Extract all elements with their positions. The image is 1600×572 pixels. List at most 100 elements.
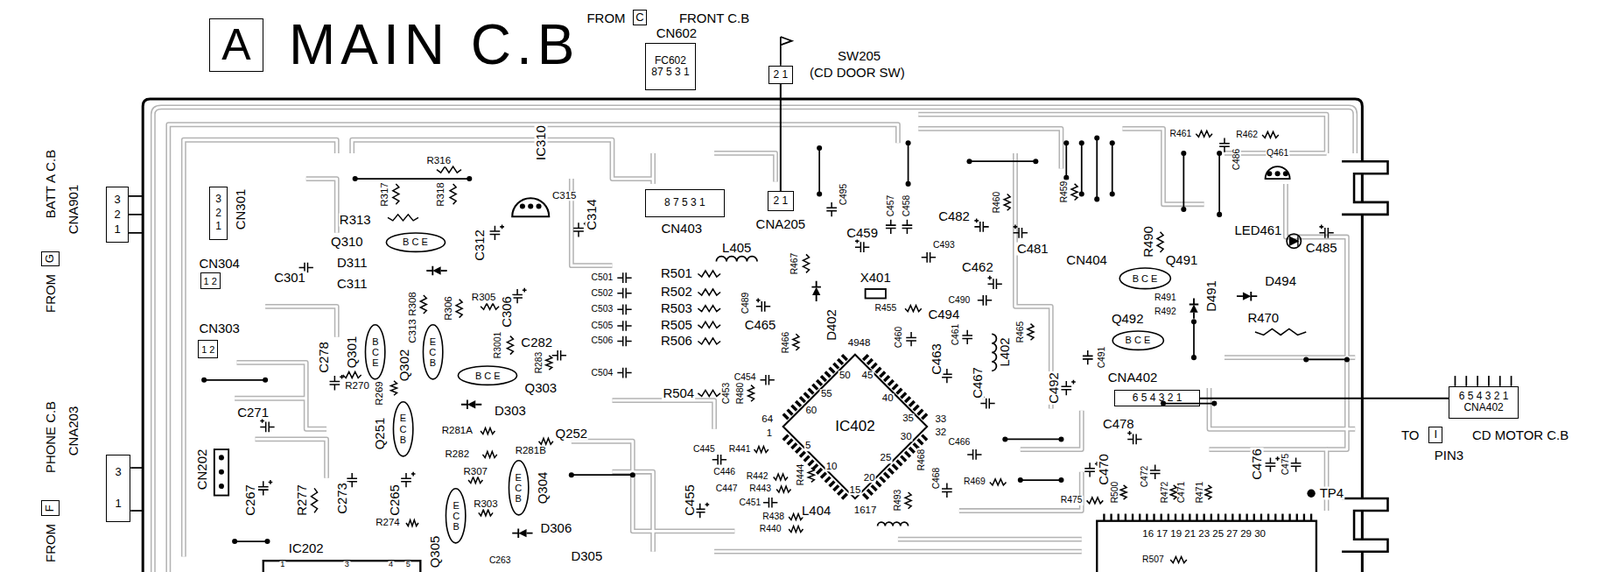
capacitor-symbol	[763, 497, 778, 508]
resistor-symbol	[697, 305, 721, 312]
resistor-symbol	[1170, 484, 1177, 499]
node-text: 2 1	[772, 195, 788, 207]
solder-pad	[262, 377, 268, 383]
connector-pin	[1202, 513, 1205, 521]
node-text: I	[1433, 428, 1438, 441]
connector-pin	[1465, 375, 1467, 386]
ic-pin	[808, 388, 815, 394]
ic-pin	[791, 442, 797, 449]
annotation-text: CN602	[655, 27, 699, 41]
trace-outline	[153, 106, 1355, 572]
part-label: Q301	[345, 335, 359, 370]
part-label: C470	[1097, 452, 1111, 486]
annotation-text: CD MOTOR C.B	[1471, 428, 1570, 442]
resistor-symbol	[1120, 484, 1127, 499]
ic-pin	[837, 489, 843, 495]
node-text: 8 7 5 3 1	[664, 196, 706, 209]
pin-number: 25	[879, 453, 893, 464]
pin-number: 60	[804, 405, 818, 416]
part-label: C463	[930, 343, 944, 377]
connector-box: FC60287 5 3 1	[645, 42, 696, 91]
resistor-symbol	[420, 294, 427, 314]
capacitor-symbol	[617, 336, 632, 347]
cable-wire	[128, 213, 143, 216]
ic-pin	[900, 456, 906, 462]
resistor-symbol	[387, 214, 419, 221]
ic-pin	[892, 463, 899, 470]
solder-pad	[1094, 134, 1100, 141]
ic-pin	[863, 354, 869, 360]
jumper-wire	[1182, 153, 1185, 210]
trace-outline	[1015, 153, 1052, 409]
connector-pin	[1174, 513, 1177, 521]
pin-number: 50	[838, 370, 852, 381]
trace-fill	[714, 153, 776, 183]
part-label: R500	[1110, 480, 1120, 505]
part-label: C478	[1101, 416, 1136, 430]
connector-pin	[1145, 513, 1148, 521]
node-text: CNA402	[1463, 401, 1503, 414]
cable-wire	[128, 195, 143, 197]
ic-pin	[913, 405, 920, 411]
node-text: E C B	[428, 336, 436, 368]
diode-body	[518, 528, 527, 537]
jumper-wire	[1065, 142, 1067, 178]
connector-pin	[1288, 513, 1291, 521]
annotation-text: SW205	[836, 49, 882, 64]
capacitor-symbol	[760, 374, 775, 386]
part-label: CN202	[195, 448, 209, 492]
solder-pad	[519, 203, 526, 210]
part-label: R465	[1016, 320, 1025, 344]
ic-pin	[821, 472, 827, 478]
ic-pin	[804, 392, 810, 398]
ic-pin	[867, 489, 873, 495]
connector-pin	[1131, 513, 1134, 521]
connector-box: 6 5 4 3 2 1	[1114, 389, 1200, 407]
solder-pad	[905, 140, 912, 146]
capacitor-symbol	[941, 483, 953, 498]
part-label: R444	[796, 463, 806, 487]
solder-pad	[1216, 150, 1222, 156]
capacitor-symbol	[941, 368, 953, 383]
solder-pad	[218, 469, 225, 475]
part-label: Q310	[329, 235, 365, 249]
resistor-symbol	[1003, 194, 1011, 211]
solder-pad	[1032, 158, 1039, 164]
transistor-outline: B C E	[364, 322, 386, 382]
jumper-wire	[1305, 358, 1348, 361]
trace-fill	[306, 178, 337, 233]
resistor-symbol	[1262, 131, 1279, 138]
trace-fill	[652, 153, 655, 184]
part-label: C447	[715, 484, 739, 493]
part-label: TP4	[1319, 486, 1345, 500]
part-label: C282	[519, 335, 554, 349]
resistor-symbol	[1071, 183, 1078, 201]
part-label: R307	[463, 466, 490, 478]
part-label: Q305	[428, 533, 442, 569]
capacitor-symbol	[1150, 464, 1161, 479]
ic-pin	[787, 409, 793, 415]
solder-pad	[264, 538, 270, 544]
trace-fill	[1285, 183, 1348, 450]
node-text: 3 2 1	[215, 192, 222, 234]
capacitor-symbol	[329, 374, 344, 390]
pin-number: 5	[804, 441, 812, 452]
connector-box: 6 5 4 3 2 1CNA402	[1448, 385, 1518, 419]
trace-fill	[168, 124, 899, 572]
jumper-wire	[234, 540, 267, 542]
node-text: E C B	[400, 412, 408, 444]
node-text: F	[43, 504, 57, 512]
part-label: C505	[589, 321, 614, 330]
connector-box: 3 1	[105, 454, 131, 522]
pin-number: 4	[387, 560, 394, 569]
part-label: C489	[741, 291, 751, 316]
part-label: C471	[1177, 480, 1186, 505]
part-label: R303	[472, 498, 499, 510]
test-point	[1306, 489, 1315, 498]
capacitor-symbol	[988, 275, 1003, 289]
node-text: B C E	[1132, 273, 1158, 284]
solder-pad	[1303, 356, 1309, 362]
ic-pin	[879, 477, 885, 483]
part-label: C263	[488, 555, 513, 565]
